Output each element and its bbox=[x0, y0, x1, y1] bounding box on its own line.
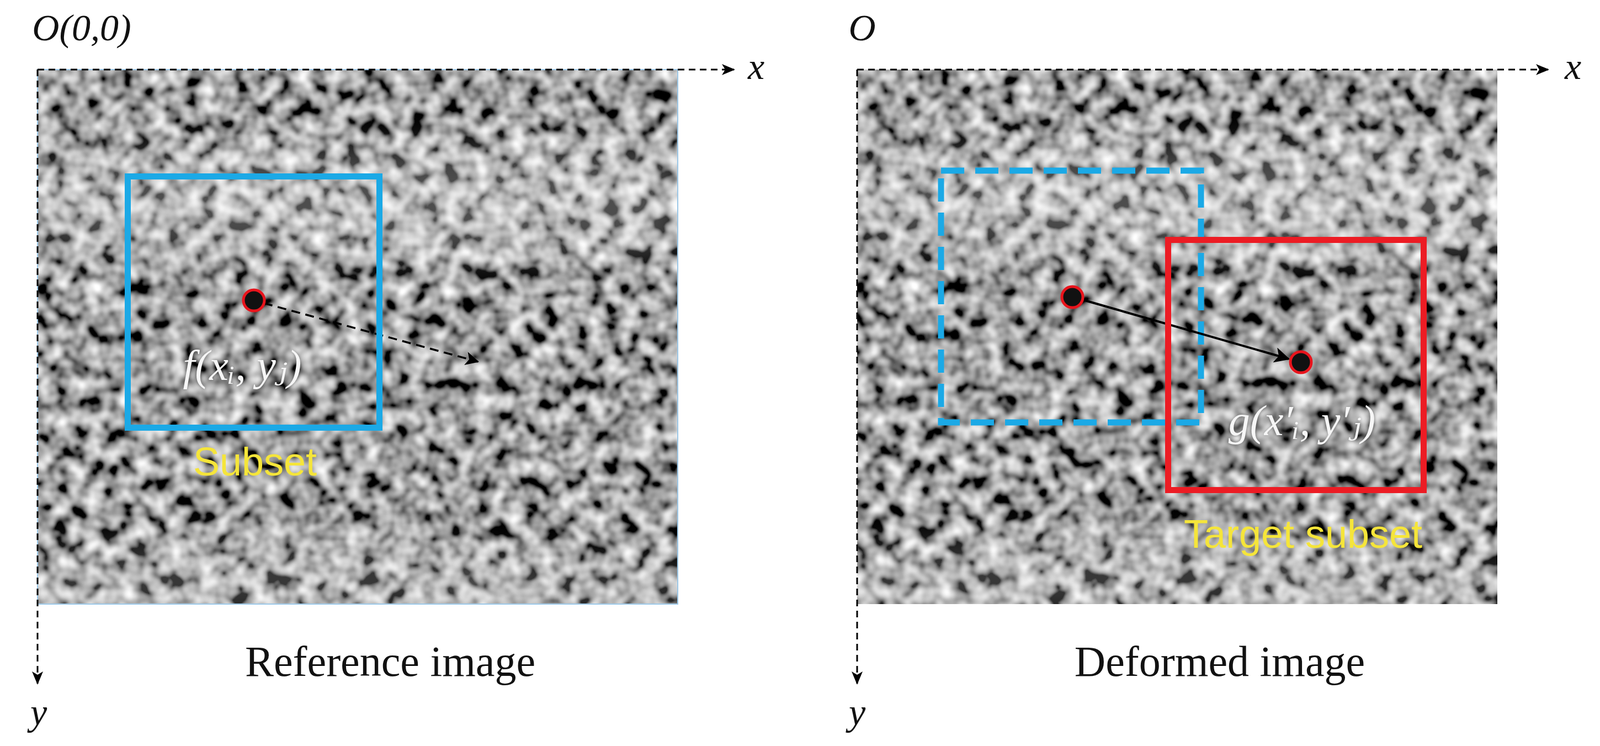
axis-label: y bbox=[30, 690, 47, 734]
y-axis bbox=[36, 69, 39, 684]
axis-label: x bbox=[747, 44, 765, 88]
image-panel: Reference imagef(xᵢ, yⱼ)Subset bbox=[37, 69, 678, 604]
image-caption: Deformed image bbox=[1074, 636, 1365, 687]
origin-label: O(0,0) bbox=[32, 6, 131, 50]
intensity-function: f(xᵢ, yⱼ) bbox=[183, 340, 302, 391]
image-frame bbox=[37, 69, 678, 604]
x-axis bbox=[857, 68, 1549, 71]
speckle-image bbox=[37, 69, 678, 604]
speckle-image bbox=[857, 69, 1498, 604]
axis-label: y bbox=[848, 690, 866, 734]
original-subset-outline bbox=[941, 170, 1201, 423]
image-caption: Reference image bbox=[245, 636, 536, 687]
subset-box: f(xᵢ, yⱼ)Subset bbox=[124, 173, 383, 431]
subset-label: Subset bbox=[193, 438, 317, 485]
axis-label: x bbox=[1564, 44, 1582, 88]
y-axis bbox=[856, 69, 859, 684]
x-axis bbox=[37, 68, 735, 71]
subset-label: Target subset bbox=[1183, 511, 1423, 557]
target-subset-box: g(x′ᵢ, y′ⱼ)Target subset bbox=[1165, 236, 1427, 493]
image-panel: Deformed imageg(x′ᵢ, y′ⱼ)Target subset bbox=[857, 69, 1498, 604]
origin-label: O bbox=[848, 6, 876, 50]
center-point bbox=[1290, 351, 1312, 373]
intensity-function: g(x′ᵢ, y′ⱼ) bbox=[1228, 395, 1376, 446]
displacement-arrow bbox=[1082, 299, 1289, 359]
center-point bbox=[1061, 286, 1083, 308]
center-point bbox=[243, 289, 265, 311]
